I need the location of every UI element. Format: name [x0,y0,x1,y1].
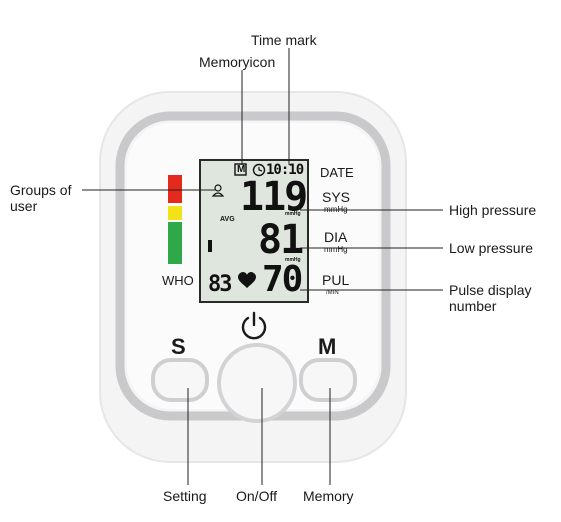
lcd-segment-bar [208,240,212,252]
lcd-time: 10:10 [266,162,304,178]
memory-button[interactable] [299,358,357,402]
callout-low-pressure: Low pressure [449,240,534,256]
lcd-dia-value: 81 [258,217,304,263]
label-sys: SYS [322,189,351,205]
lcd-sys-value: 119 [240,174,308,220]
who-bar-yellow [168,206,182,220]
callout-pulse-line2: number [449,298,497,314]
label-s-button: S [171,334,186,359]
memory-badge-box [234,163,247,176]
label-dia-unit: mmHg [324,245,348,254]
callout-groups-line1: Groups of [10,182,72,198]
callout-memory: Memory [303,488,354,504]
callout-groups-line2: user [10,198,38,214]
power-icon[interactable] [241,311,267,340]
clock-icon [252,163,266,177]
who-bar-red [168,175,182,203]
callout-on-off: On/Off [236,488,277,504]
callout-pulse-line1: Pulse display [449,282,532,298]
lcd-pulse-small: 83 [208,272,232,297]
label-date: DATE [320,165,354,180]
who-bar-green [168,222,182,264]
lcd-avg: AVG [220,216,235,223]
power-button[interactable] [217,343,297,423]
user-group-icon [211,184,225,197]
label-m-button: M [318,334,337,359]
label-pul-unit: /MIN [326,290,339,296]
lcd-sys-small-unit: mmHg [285,211,301,217]
label-pul: PUL [322,272,350,288]
lcd-pulse-value: 70 [262,259,303,300]
callout-high-pressure: High pressure [449,202,537,218]
label-sys-unit: mmHg [324,205,348,214]
callout-setting: Setting [163,488,207,504]
heart-icon [238,272,256,288]
label-who: WHO [162,273,194,288]
callout-memory-icon: Memoryicon [199,54,276,70]
lcd-memory-badge: M [237,164,246,175]
setting-button[interactable] [151,358,209,402]
lcd-dia-small-unit: mmHg [285,257,301,263]
label-dia: DIA [324,229,348,245]
callout-time-mark: Time mark [251,32,317,48]
